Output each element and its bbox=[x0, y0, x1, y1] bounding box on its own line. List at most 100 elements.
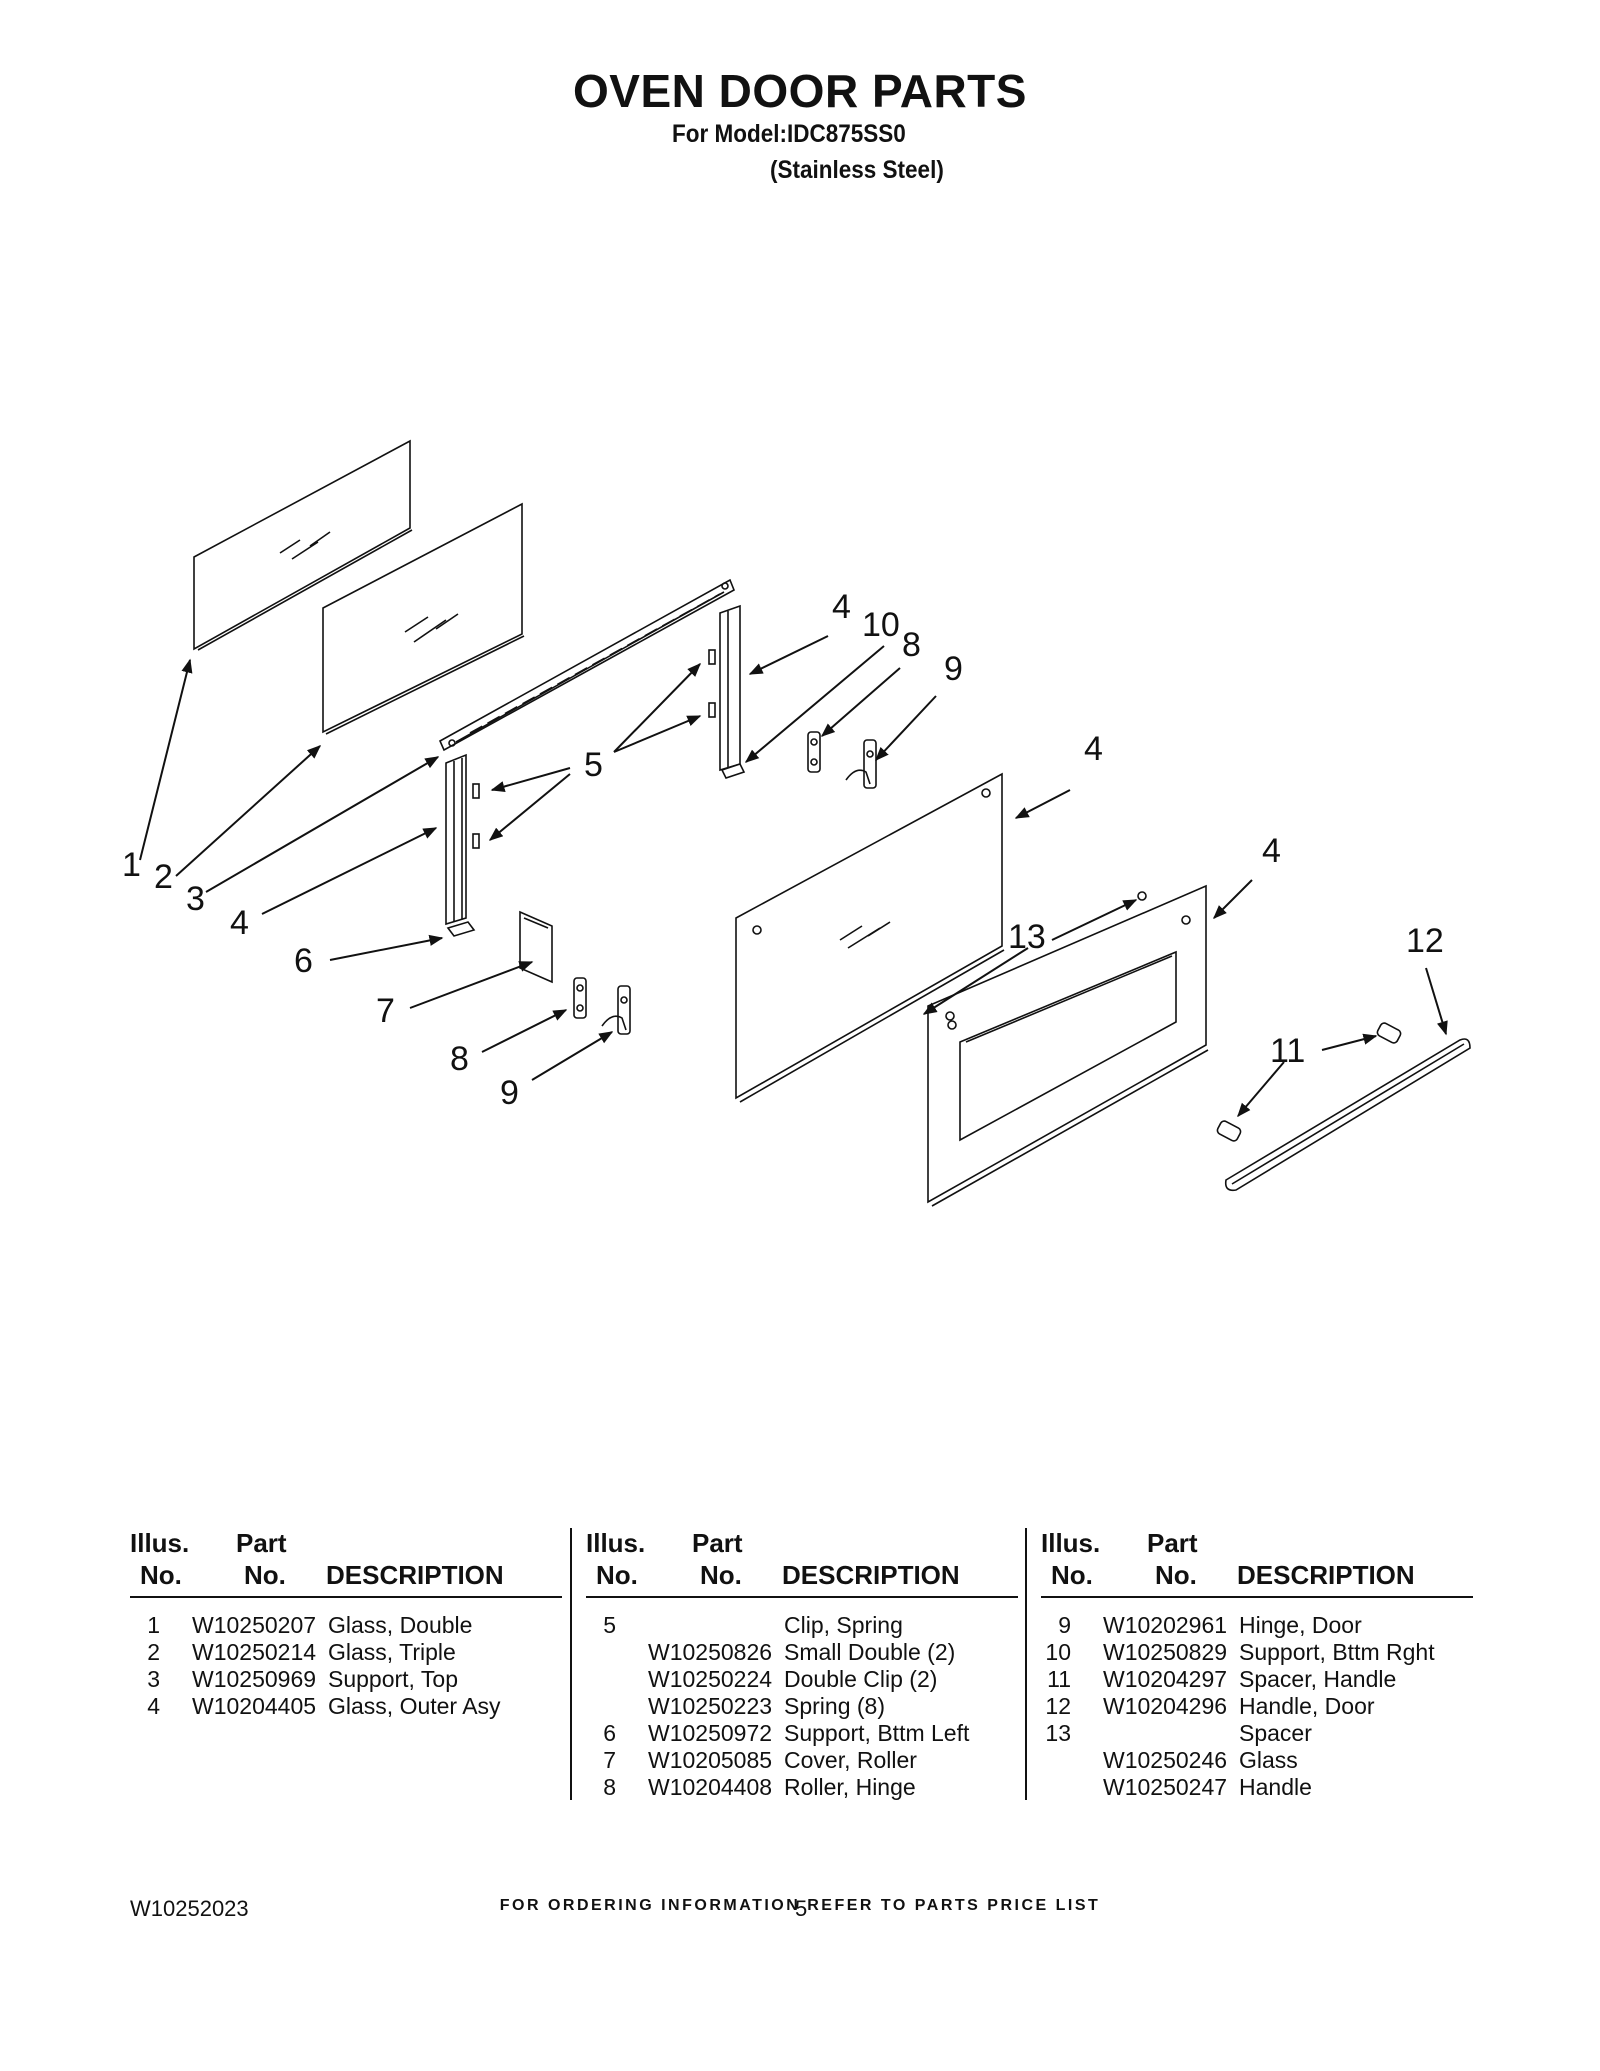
part-no: W10250826 bbox=[648, 1639, 773, 1665]
callout-12: 12 bbox=[1406, 922, 1444, 960]
document-number: W10252023 bbox=[130, 1896, 249, 1921]
part-description: Glass, Double bbox=[328, 1612, 473, 1638]
illus-no: 13 bbox=[1045, 1720, 1071, 1746]
part-no: W10250829 bbox=[1103, 1639, 1228, 1665]
header-rule bbox=[586, 1596, 1018, 1598]
callout-9-lower: 9 bbox=[500, 1074, 519, 1112]
header-part-no: No. bbox=[700, 1560, 742, 1590]
header-rule bbox=[130, 1596, 562, 1598]
callout-1: 1 bbox=[122, 846, 141, 884]
part-no: W10250223 bbox=[648, 1693, 773, 1719]
callout-6: 6 bbox=[294, 942, 313, 980]
callout-7: 7 bbox=[376, 992, 395, 1030]
part-no: W10204408 bbox=[648, 1774, 773, 1800]
door-handle-part bbox=[1224, 1038, 1471, 1192]
glass-double-part bbox=[193, 439, 413, 651]
hinge-door-upper bbox=[845, 739, 877, 789]
header-illus-no: No. bbox=[596, 1560, 638, 1590]
hinge-door-lower bbox=[601, 985, 631, 1035]
illus-no: 7 bbox=[603, 1747, 616, 1773]
part-description: Glass bbox=[1239, 1747, 1298, 1773]
table-divider-1 bbox=[570, 1528, 572, 1800]
header-rule bbox=[1041, 1596, 1473, 1598]
callout-4-left: 4 bbox=[230, 904, 249, 942]
callout-2: 2 bbox=[154, 858, 173, 896]
illus-no: 10 bbox=[1045, 1639, 1071, 1665]
callout-4-upper: 4 bbox=[832, 588, 851, 626]
callout-10: 10 bbox=[862, 606, 900, 644]
header-part: Part bbox=[692, 1528, 743, 1558]
callout-5-left: 5 bbox=[584, 746, 603, 784]
handle-spacers-part bbox=[1216, 1022, 1402, 1142]
table-divider-2 bbox=[1025, 1528, 1027, 1800]
support-vertical-right bbox=[708, 604, 746, 779]
part-description: Small Double (2) bbox=[784, 1639, 956, 1665]
support-bottom-left-part bbox=[446, 921, 476, 937]
header-part-no: No. bbox=[244, 1560, 286, 1590]
illus-no: 3 bbox=[147, 1666, 160, 1692]
spacer-glass-part bbox=[947, 1020, 957, 1030]
callout-labels: 1 2 3 4 6 7 8 9 5 5 4 10 8 9 4 4 13 12 1… bbox=[122, 588, 1444, 1112]
finish-line: (Stainless Steel) bbox=[770, 156, 944, 184]
table-row: 7 W10205085 Cover, Roller bbox=[586, 1747, 1018, 1774]
part-description: Spacer, Handle bbox=[1239, 1666, 1397, 1692]
part-description: Double Clip (2) bbox=[784, 1666, 938, 1692]
header-illus-no: No. bbox=[140, 1560, 182, 1590]
table-row: W10250246 Glass bbox=[1041, 1747, 1473, 1774]
callout-13: 13 bbox=[1008, 918, 1046, 956]
part-description: Handle, Door bbox=[1239, 1693, 1375, 1719]
callout-3: 3 bbox=[186, 880, 205, 918]
part-description: Cover, Roller bbox=[784, 1747, 917, 1773]
support-vertical-left bbox=[445, 753, 480, 926]
callout-4-outer-glass: 4 bbox=[1262, 832, 1281, 870]
part-no: W10250214 bbox=[192, 1639, 317, 1665]
page-title: OVEN DOOR PARTS bbox=[573, 65, 1027, 117]
illus-no: 1 bbox=[147, 1612, 160, 1638]
table-row: W10250826 Small Double (2) bbox=[586, 1639, 1018, 1666]
illus-no: 11 bbox=[1047, 1666, 1071, 1692]
illus-no: 9 bbox=[1058, 1612, 1071, 1638]
parts-header: Illus. No. Part No. DESCRIPTION bbox=[586, 1528, 1018, 1598]
illus-no: 12 bbox=[1045, 1693, 1071, 1719]
table-row: 10 W10250829 Support, Bttm Rght bbox=[1041, 1639, 1473, 1666]
exploded-diagram: 1 2 3 4 6 7 8 9 5 5 4 10 8 9 4 4 13 12 1… bbox=[122, 439, 1471, 1207]
header-part: Part bbox=[236, 1528, 287, 1558]
table-row: 2 W10250214 Glass, Triple bbox=[130, 1639, 562, 1666]
glass-outer-asy-part bbox=[927, 884, 1209, 1207]
part-no: W10205085 bbox=[648, 1747, 773, 1773]
callout-8-lower: 8 bbox=[450, 1040, 469, 1078]
part-description: Support, Bttm Left bbox=[784, 1720, 970, 1746]
parts-header: Illus. No. Part No. DESCRIPTION bbox=[1041, 1528, 1473, 1598]
callout-9-upper: 9 bbox=[944, 650, 963, 688]
part-description: Support, Top bbox=[328, 1666, 459, 1692]
part-description: Hinge, Door bbox=[1239, 1612, 1362, 1638]
illus-no: 6 bbox=[603, 1720, 616, 1746]
illus-no: 2 bbox=[147, 1639, 160, 1665]
part-no: W10204296 bbox=[1103, 1693, 1228, 1719]
part-description: Glass, Triple bbox=[328, 1639, 456, 1665]
part-description: Spring (8) bbox=[784, 1693, 885, 1719]
header-description: DESCRIPTION bbox=[782, 1560, 960, 1590]
roller-hinge-lower bbox=[573, 977, 587, 1019]
callout-8-upper: 8 bbox=[902, 626, 921, 664]
part-no: W10250224 bbox=[648, 1666, 773, 1692]
header-illus: Illus. bbox=[586, 1528, 646, 1558]
part-description: Clip, Spring bbox=[784, 1612, 903, 1638]
table-row: 5 Clip, Spring bbox=[586, 1612, 1018, 1639]
ordering-note: FOR ORDERING INFORMATION REFER TO PARTS … bbox=[499, 1897, 1101, 1914]
part-description: Support, Bttm Rght bbox=[1239, 1639, 1435, 1665]
part-no: W10204405 bbox=[192, 1693, 317, 1719]
header-part-no: No. bbox=[1155, 1560, 1197, 1590]
support-top-part bbox=[438, 578, 736, 752]
part-no: W10250246 bbox=[1103, 1747, 1228, 1773]
illus-no: 5 bbox=[603, 1612, 616, 1638]
part-description: Roller, Hinge bbox=[784, 1774, 916, 1800]
header-description: DESCRIPTION bbox=[326, 1560, 504, 1590]
